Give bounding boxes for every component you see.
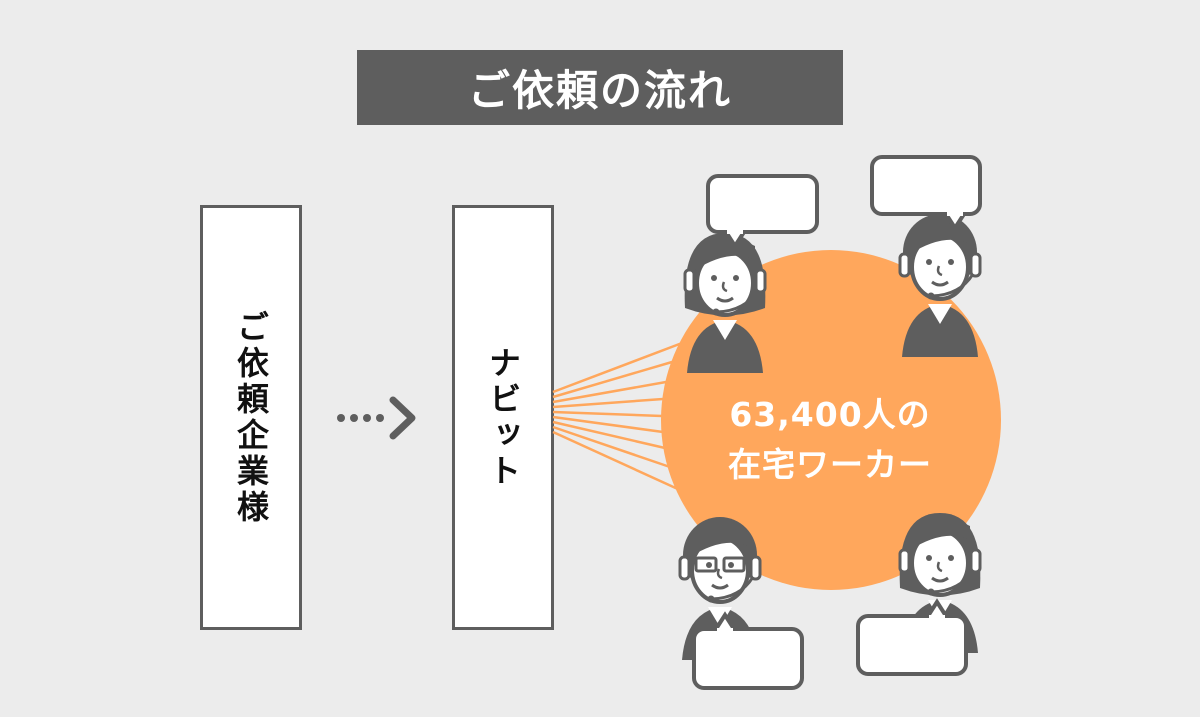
connection-line <box>552 380 667 404</box>
connection-line <box>552 410 663 418</box>
navit-label: ナビット <box>484 345 522 490</box>
connection-line <box>552 425 671 469</box>
speech-bubble-icon <box>870 155 982 232</box>
client-box: ご依頼企業様 <box>200 205 302 630</box>
worker-female-1-icon <box>683 233 767 373</box>
client-label: ご依頼企業様 <box>232 309 270 526</box>
workers-label-text: 在宅ワーカー <box>728 445 932 484</box>
connection-line <box>552 420 666 450</box>
page-title: ご依頼の流れ <box>357 50 843 125</box>
workers-count-text: 63,400人の <box>729 395 931 434</box>
speech-bubble-icon <box>692 611 804 690</box>
navit-box: ナビット <box>452 205 554 630</box>
connection-line <box>552 338 691 394</box>
dotted-arrow-icon <box>337 396 416 440</box>
speech-bubble-icon <box>856 598 968 676</box>
connection-line <box>552 360 673 399</box>
connection-line <box>552 397 664 409</box>
worker-male-1-icon <box>898 214 982 357</box>
connection-lines <box>552 338 691 492</box>
connection-line <box>552 430 681 492</box>
speech-bubble-icon <box>706 174 819 250</box>
connection-line <box>552 415 664 434</box>
